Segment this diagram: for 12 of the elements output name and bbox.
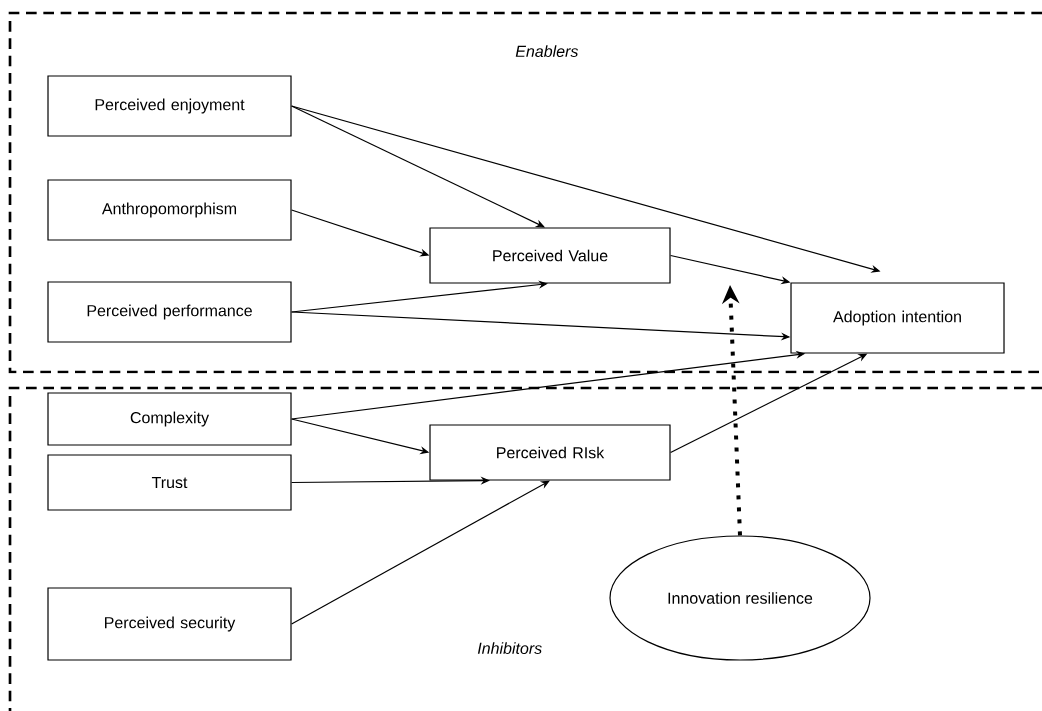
arrow <box>291 105 545 228</box>
process-box: Adoption intention <box>790 282 1005 354</box>
process-box: Anthropomorphism <box>47 179 292 241</box>
process-box: Complexity <box>47 392 292 446</box>
process-box: Perceived enjoyment <box>47 75 292 137</box>
process-box: Trust <box>47 454 292 511</box>
ellipse-node: Innovation resilience <box>609 535 871 661</box>
process-box: Perceived security <box>47 587 292 661</box>
process-box: Perceived Value <box>429 227 671 284</box>
process-box: Perceived performance <box>47 281 292 343</box>
arrow <box>291 480 550 625</box>
process-box: Perceived RIsk <box>429 424 671 481</box>
